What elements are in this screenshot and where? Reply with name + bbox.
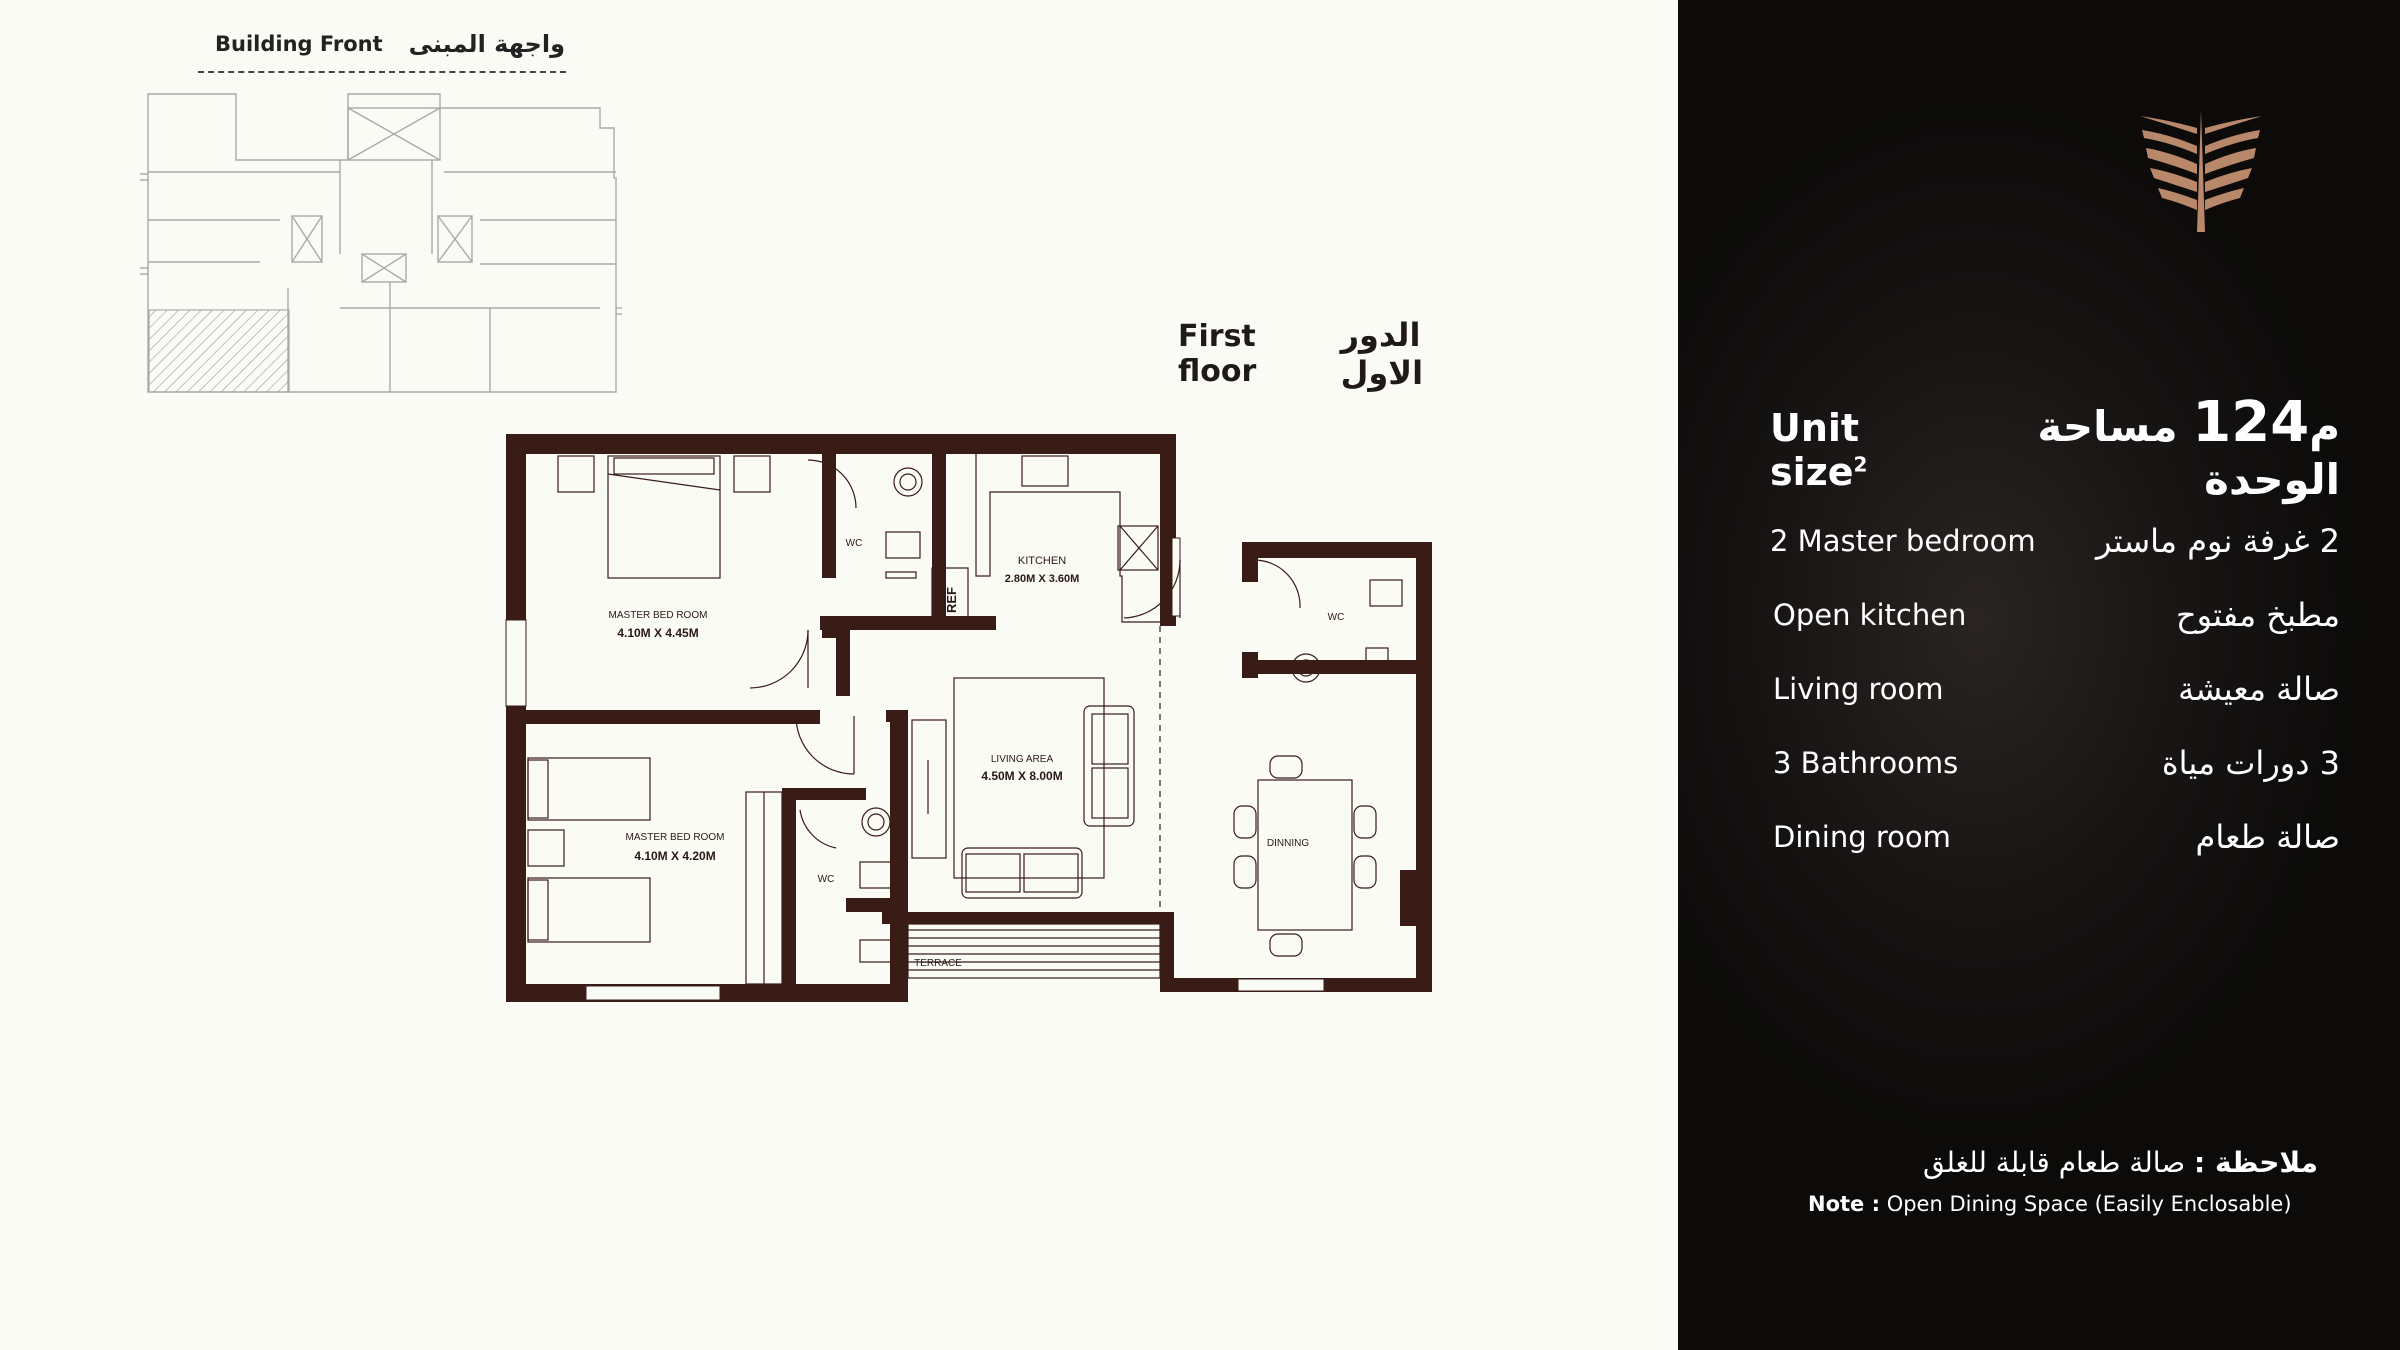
room-name-master-2: MASTER BED ROOM — [626, 832, 725, 843]
room-dims-kitchen: 2.80M X 3.60M — [1005, 573, 1080, 585]
fixtures — [527, 454, 1403, 985]
building-key-plan — [140, 93, 622, 393]
room-name-master-1: MASTER BED ROOM — [609, 610, 708, 621]
feature-row: 2 Master bedroom 2 غرفة نوم ماستر — [1770, 522, 2340, 560]
building-front-label-ar: واجهة المبنى — [408, 30, 565, 58]
note-arabic: ملاحظة : صالة طعام قابلة للغلق — [1923, 1146, 2318, 1179]
floor-plan-panel: Building Front واجهة المبنى — [140, 30, 1510, 1002]
fixture-label-ref: REF — [944, 587, 959, 613]
feature-row: Dining room صالة طعام — [1770, 818, 2340, 856]
room-labels: MASTER BED ROOM 4.10M X 4.45M MASTER BED… — [609, 538, 1345, 969]
unit-size-label-en: Unit size2 — [1770, 406, 1868, 494]
unit-floor-plan: MASTER BED ROOM 4.10M X 4.45M MASTER BED… — [505, 434, 1432, 1002]
room-dims-living: 4.50M X 8.00M — [981, 769, 1062, 783]
room-name-wc-3: WC — [1328, 612, 1345, 623]
windows — [505, 537, 1325, 1001]
room-name-dining: DINNING — [1267, 838, 1309, 849]
feature-row: 3 Bathrooms 3 دورات مياة — [1770, 744, 2340, 782]
building-front-label-en: Building Front — [215, 32, 383, 56]
feature-ar: 3 دورات مياة — [2161, 744, 2340, 782]
feature-en: Open kitchen — [1773, 598, 1967, 632]
room-dims-master-2: 4.10M X 4.20M — [634, 849, 715, 863]
note-text-en: Open Dining Space (Easily Enclosable) — [1886, 1192, 2292, 1216]
floor-label: First floor الدور الاول — [1178, 316, 1510, 392]
note-english: Note : Open Dining Space (Easily Enclosa… — [1808, 1192, 2292, 1216]
floor-label-ar: الدور الاول — [1340, 316, 1424, 392]
feature-ar: مطبخ مفتوح — [2175, 596, 2340, 634]
note-label-ar: ملاحظة : — [2194, 1146, 2318, 1179]
room-name-living: LIVING AREA — [991, 754, 1054, 765]
room-name-wc-2: WC — [818, 874, 835, 885]
feature-en: Dining room — [1773, 820, 1951, 854]
feature-ar: صالة طعام — [2195, 818, 2340, 856]
feature-ar: صالة معيشة — [2178, 670, 2340, 708]
unit-size-title: Unit size2 م124 مساحة الوحدة — [1770, 390, 2340, 504]
building-front-underline — [198, 71, 566, 73]
feature-row: Living room صالة معيشة — [1770, 670, 2340, 708]
room-name-wc-1: WC — [846, 538, 863, 549]
building-front-label: Building Front واجهة المبنى — [215, 30, 565, 58]
note-label-en: Note : — [1808, 1192, 1880, 1216]
info-panel: Unit size2 م124 مساحة الوحدة 2 Master be… — [1678, 0, 2400, 1350]
room-name-kitchen: KITCHEN — [1018, 555, 1066, 567]
unit-size-text-ar: مساحة الوحدة — [2037, 402, 2340, 504]
walls — [506, 434, 1432, 1002]
feature-row: Open kitchen مطبخ مفتوح — [1770, 596, 2340, 634]
feature-en: 2 Master bedroom — [1770, 524, 2036, 558]
note-text-ar: صالة طعام قابلة للغلق — [1922, 1146, 2186, 1179]
palm-leaf-logo-icon — [2140, 110, 2262, 232]
unit-size-value: 124 — [2192, 390, 2310, 455]
floor-label-en: First floor — [1178, 319, 1257, 389]
feature-ar: 2 غرفة نوم ماستر — [2096, 522, 2340, 560]
room-name-terrace: TERRACE — [914, 958, 962, 969]
feature-en: 3 Bathrooms — [1773, 746, 1959, 780]
unit-size-label-ar: م124 مساحة الوحدة — [1944, 390, 2340, 504]
feature-en: Living room — [1773, 672, 1944, 706]
room-dims-master-1: 4.10M X 4.45M — [617, 626, 698, 640]
unit-size-unit: م — [2309, 402, 2340, 451]
unit-size-sup: 2 — [1853, 452, 1868, 477]
